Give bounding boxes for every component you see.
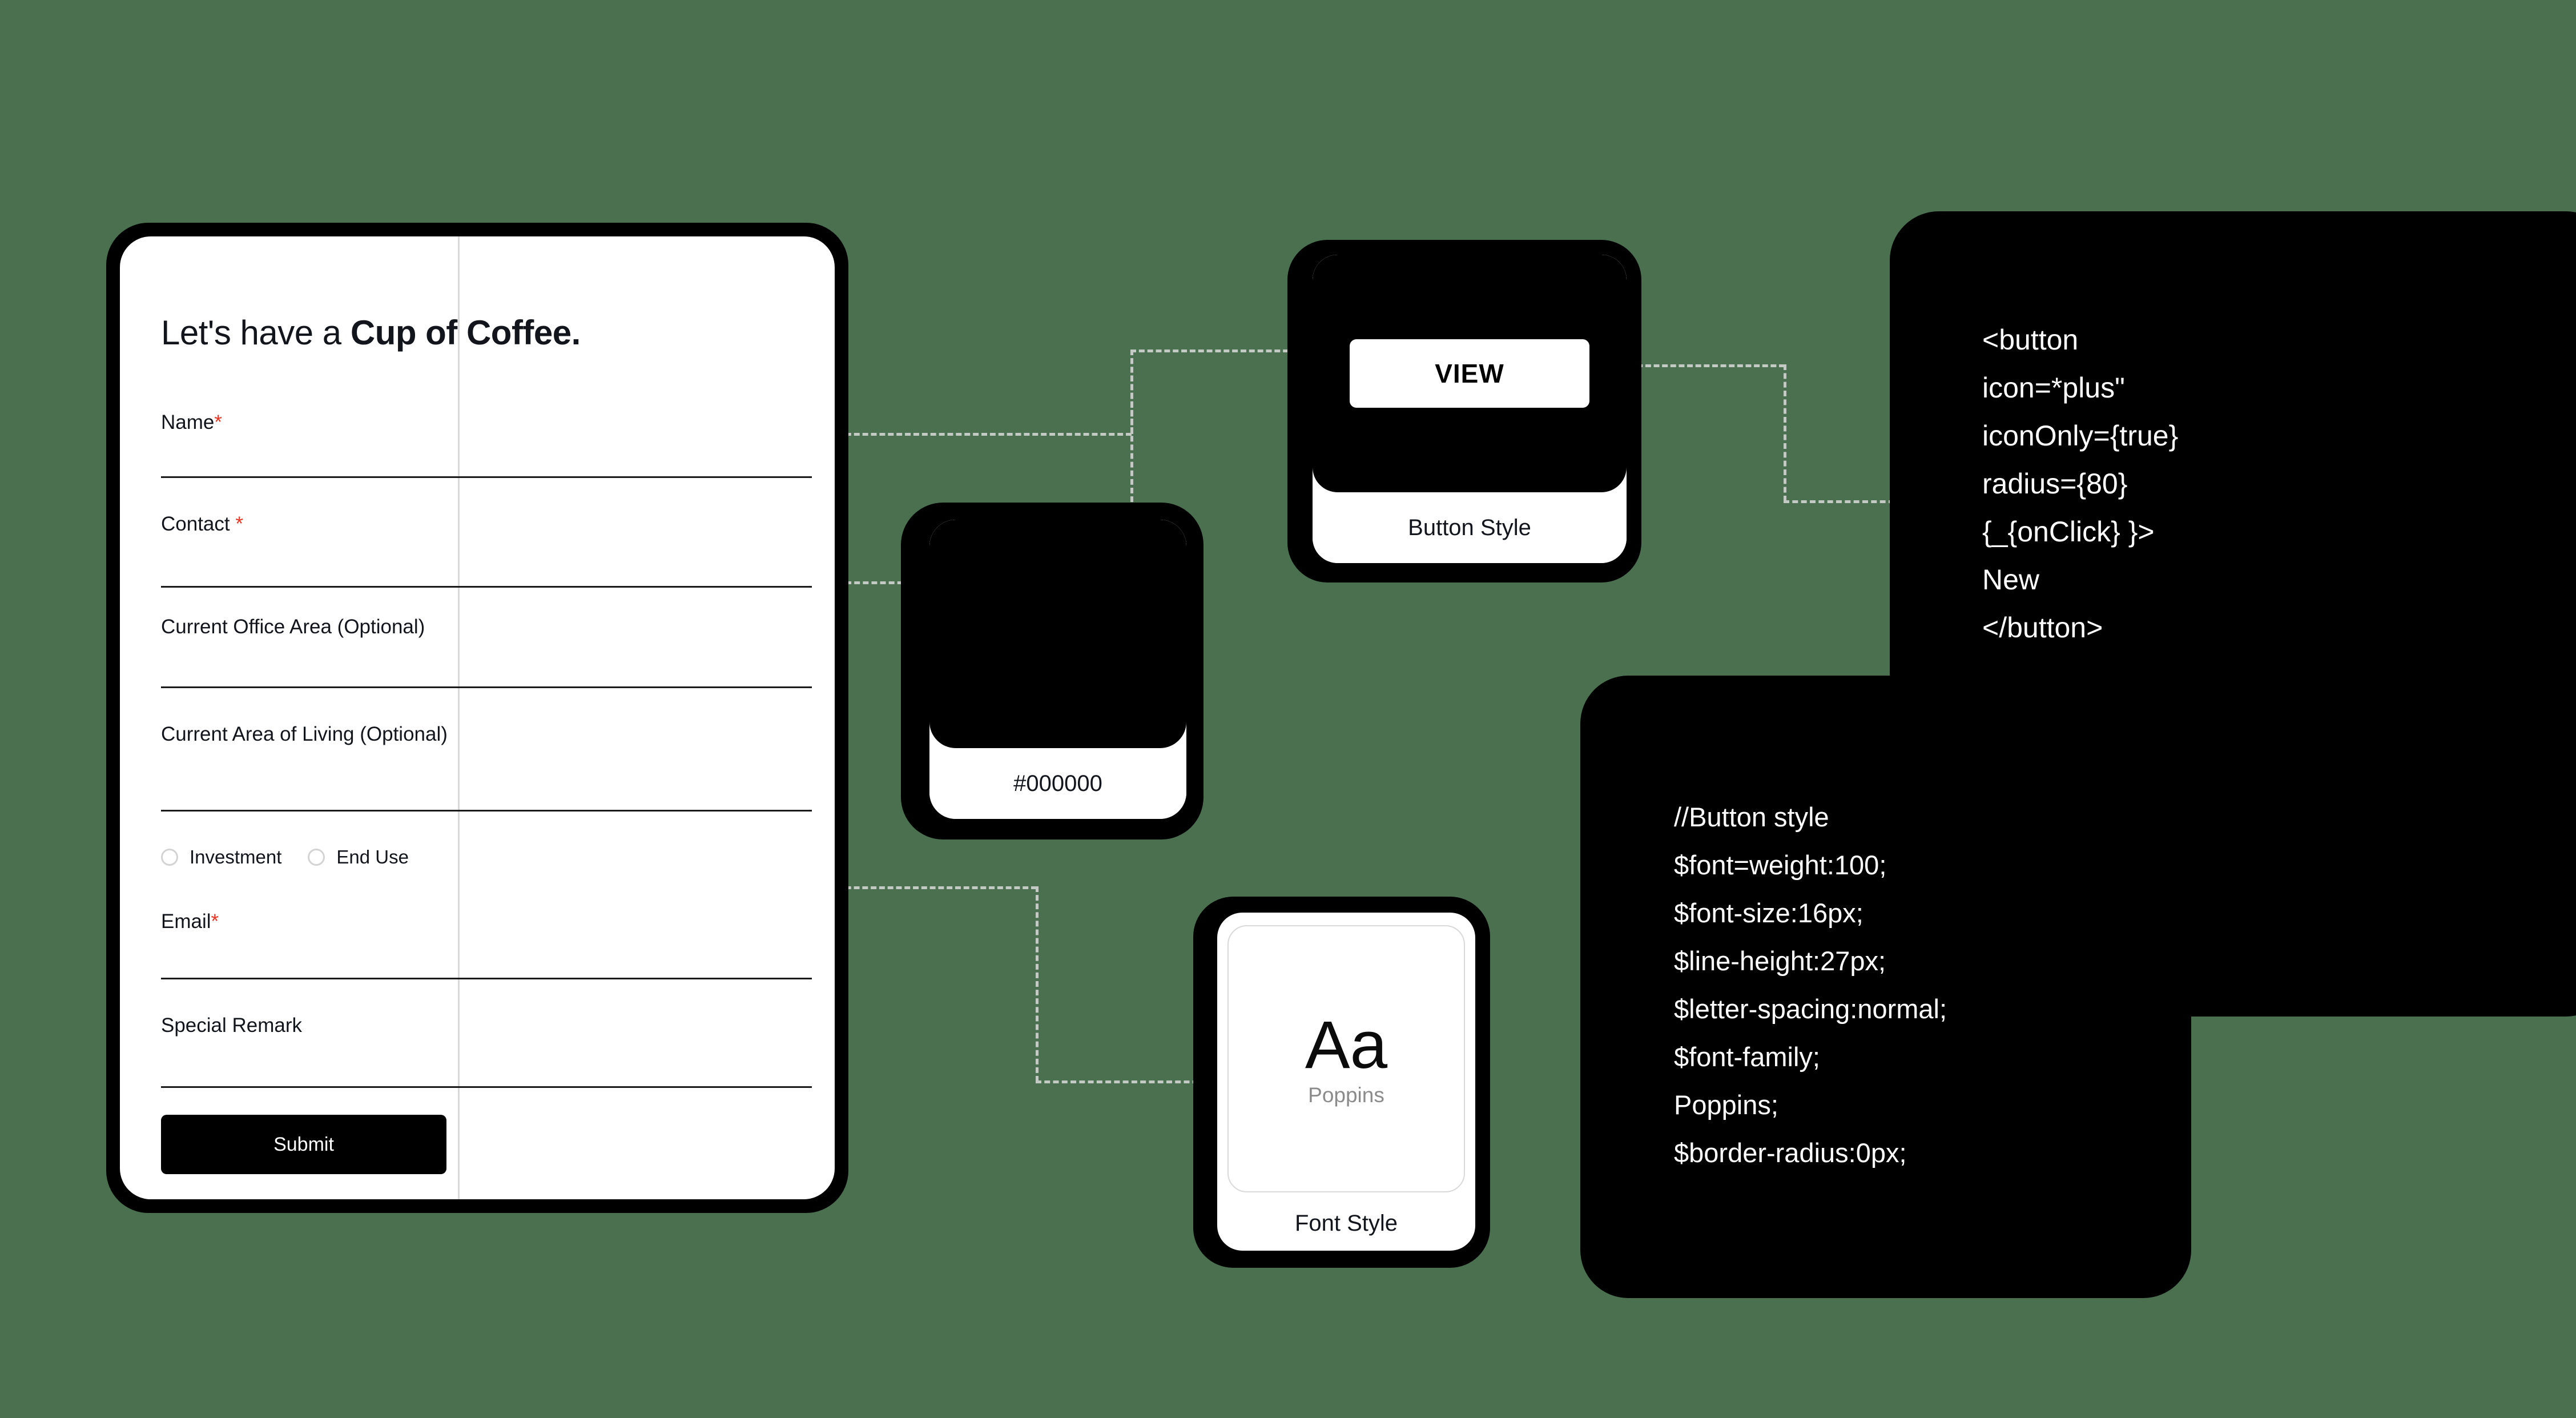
font-style-surface: Aa Poppins Font Style	[1217, 913, 1475, 1251]
connector-button-to-code-v1	[1784, 364, 1786, 501]
code-line: <button	[1982, 324, 2079, 356]
code-line: </button>	[1982, 612, 2103, 644]
code-line: $font=weight:100;	[1674, 850, 1887, 880]
code-snippet-card-styles: //Button style $font=weight:100; $font-s…	[1580, 676, 2191, 1298]
connector-email-to-font-v1	[1036, 886, 1039, 1082]
form-title-plain: Let's have a	[161, 314, 351, 352]
font-sample-glyphs: Aa	[1305, 1007, 1388, 1083]
connector-button-to-code-h1	[1620, 364, 1785, 367]
form-title-bold: Cup of Coffee.	[350, 314, 581, 352]
code-line: radius={80}	[1982, 468, 2128, 500]
contact-form-surface: Let's have a Cup of Coffee. Name* Contac…	[120, 236, 835, 1199]
code-line: $line-height:27px;	[1674, 946, 1886, 976]
radio-circle-icon[interactable]	[161, 849, 178, 866]
font-style-caption: Font Style	[1294, 1210, 1398, 1236]
code-line: $font-family;	[1674, 1042, 1820, 1072]
code-line: iconOnly={true}	[1982, 420, 2179, 452]
code-line: Poppins;	[1674, 1090, 1778, 1120]
field-label-email: Email*	[161, 910, 219, 933]
purpose-radio-group[interactable]: Investment End Use	[161, 846, 409, 868]
field-label-office-area: Current Office Area (Optional)	[161, 616, 425, 638]
radio-label-investment: Investment	[190, 846, 282, 867]
connector-email-to-font-h2	[1036, 1080, 1207, 1083]
connector-name-to-button-h1	[837, 433, 1132, 436]
required-asterisk: *	[214, 411, 222, 433]
connector-button-to-code-h2	[1784, 500, 1921, 503]
code-line: $font-size:16px;	[1674, 898, 1863, 928]
code-snippet-surface-styles: //Button style $font=weight:100; $font-s…	[1605, 692, 2175, 1276]
field-rule-special-remark	[161, 1086, 812, 1088]
form-title: Let's have a Cup of Coffee.	[161, 313, 581, 352]
button-style-surface: VIEW Button Style	[1313, 255, 1627, 563]
button-preview-stage: VIEW	[1313, 255, 1627, 492]
field-label-text: Email	[161, 910, 211, 933]
code-line: icon=*plus"	[1982, 372, 2125, 404]
code-line: New	[1982, 564, 2040, 596]
field-label-text: Contact	[161, 513, 236, 535]
required-asterisk: *	[211, 910, 219, 933]
radio-label-end-use: End Use	[336, 846, 409, 867]
font-style-card: Aa Poppins Font Style	[1193, 897, 1490, 1268]
color-swatch-card: #000000	[901, 503, 1204, 839]
code-block-styles: //Button style $font=weight:100; $font-s…	[1674, 793, 2160, 1177]
field-label-contact: Contact *	[161, 513, 243, 536]
field-rule-contact	[161, 586, 812, 588]
field-label-area-of-living: Current Area of Living (Optional)	[161, 723, 448, 745]
color-swatch-fill	[929, 520, 1186, 748]
radio-option-end-use[interactable]: End Use	[308, 846, 409, 868]
code-line: //Button style	[1674, 802, 1829, 832]
field-label-special-remark: Special Remark	[161, 1014, 303, 1037]
color-swatch-surface: #000000	[929, 520, 1186, 819]
button-style-card: VIEW Button Style	[1287, 240, 1641, 583]
required-asterisk: *	[235, 513, 243, 535]
code-snippet-card-markup: <button icon=*plus" iconOnly={true} radi…	[1890, 211, 2576, 1017]
radio-option-investment[interactable]: Investment	[161, 846, 281, 868]
radio-circle-icon[interactable]	[308, 849, 325, 866]
field-label-text: Name	[161, 411, 215, 433]
connector-email-to-font-h1	[837, 886, 1037, 889]
field-label-name: Name*	[161, 411, 222, 434]
font-preview-box: Aa Poppins	[1227, 925, 1465, 1192]
field-rule-office-area	[161, 686, 812, 688]
code-block-markup: <button icon=*plus" iconOnly={true} radi…	[1982, 316, 2576, 652]
code-line: $letter-spacing:normal;	[1674, 994, 1947, 1024]
connector-name-to-button-h2	[1130, 350, 1297, 352]
field-rule-email	[161, 978, 812, 979]
code-line: $border-radius:0px;	[1674, 1138, 1907, 1168]
form-vertical-divider	[458, 236, 460, 1199]
view-button[interactable]: VIEW	[1350, 339, 1589, 408]
field-rule-area-of-living	[161, 810, 812, 812]
color-swatch-hex-label: #000000	[929, 748, 1186, 819]
submit-button[interactable]: Submit	[161, 1115, 446, 1174]
button-style-caption: Button Style	[1313, 492, 1627, 563]
contact-form-card: Let's have a Cup of Coffee. Name* Contac…	[106, 223, 848, 1213]
contact-form-body: Let's have a Cup of Coffee. Name* Contac…	[120, 236, 835, 1199]
code-line: {_{onClick} }>	[1982, 516, 2155, 548]
font-family-name: Poppins	[1308, 1083, 1384, 1107]
field-rule-name	[161, 476, 812, 478]
